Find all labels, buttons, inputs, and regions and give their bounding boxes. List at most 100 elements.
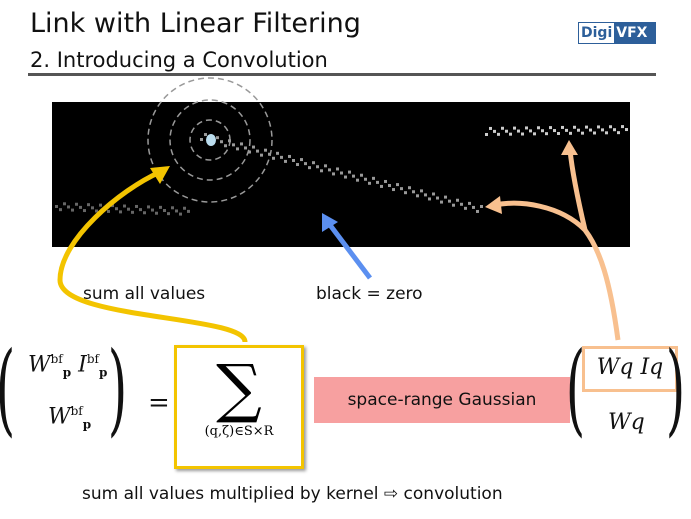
signal-pixel [167,212,170,216]
logo-part1: Digi [579,23,615,43]
signal-pixel [569,131,572,135]
center-pixel [206,134,216,146]
signal-pixel [320,169,323,173]
signal-pixel [308,166,311,170]
equals-sign: = [148,388,170,418]
signal-pixel [316,165,319,169]
signal-pixel [292,158,295,162]
kernel-circle-outer [147,77,273,203]
signal-pixel [432,192,435,196]
signal-pixel [155,211,158,215]
signal-pixel [220,140,223,144]
signal-pixel [356,178,359,182]
kernel-circle-inner [189,119,231,161]
signal-pixel [380,184,383,188]
signal-pixel [95,209,98,213]
summation-box: ∑ (q,ζ)∈S×R [174,345,304,469]
signal-pixel [541,129,544,133]
signal-pixel [625,128,628,132]
signal-pixel [456,198,459,202]
signal-pixel [324,164,327,168]
signal-pixel [577,128,580,132]
signal-pixel [497,132,500,136]
title-divider [28,73,656,76]
signal-pixel [585,125,588,129]
signal-pixel [424,193,427,197]
signal-pixel [468,201,471,205]
signal-pixel [525,126,528,130]
signal-pixel [268,152,271,156]
signal-pixel [79,205,82,209]
signal-pixel [123,204,126,208]
signal-pixel [408,186,411,190]
signal-pixel [179,212,182,216]
signal-pixel [480,205,483,208]
signal-pixel [147,205,150,209]
signal-pixel [127,207,130,211]
signal-pixel [75,202,78,206]
signal-pixel [360,173,363,177]
signal-pixel [55,205,58,208]
signal-pixel [416,194,419,198]
signal-pixel [493,129,496,133]
kernel-circles [147,77,273,203]
right-paren: ) [107,330,128,447]
signal-pixel [384,179,387,183]
signal-pixel [332,172,335,176]
kernel-circle-mid [169,99,251,181]
signal-pixel [224,144,227,148]
signal-pixel [159,205,162,209]
signal-pixels [55,125,628,216]
signal-pixel [296,163,299,167]
signal-pixel [119,210,122,214]
signal-pixel [428,197,431,201]
space-range-gaussian-box: space-range Gaussian [314,377,570,423]
signal-pixel [561,125,564,129]
signal-pixel [107,209,110,213]
signal-pixel [352,174,355,178]
signal-pixel [400,187,403,191]
signal-pixel [59,208,62,212]
peach-arrows [494,149,621,341]
bottom-caption: sum all values multiplied by kernel ⇨ co… [82,484,503,504]
signal-pixel [336,167,339,171]
rhs-right-paren: ) [665,330,686,447]
signal-pixel [444,195,447,199]
signal-pixel [256,149,259,153]
signal-pixel [83,209,86,213]
peach-arrowhead-icon [485,196,502,214]
signal-pixel [111,204,114,208]
signal-pixel [509,132,512,136]
blue-arrowhead-icon [322,213,338,232]
slide-subtitle: 2. Introducing a Convolution [30,48,328,72]
signal-pixel [272,156,275,160]
signal-pixel [344,175,347,179]
signal-pixel [163,209,166,212]
logo-part2: VFX [614,23,655,43]
signal-pixel [549,126,552,130]
signal-pixel [175,209,178,213]
signal-pixel [537,126,540,130]
lhs-top: Wbfp Ibfp [28,352,108,380]
signal-pixel [171,206,174,210]
signal-pixel [368,181,371,185]
signal-pixel [276,151,279,155]
signal-pixel [264,148,267,152]
rhs-top-box: Wq Iq [582,346,678,392]
signal-pixel [204,133,207,137]
signal-pixel [460,202,463,206]
signal-pixel [63,202,66,206]
signal-pixel [288,154,291,158]
rhs-bottom: Wq [608,410,645,435]
signal-pixel [597,125,600,129]
signal-pixel [545,132,548,136]
signal-pixel [448,199,451,203]
signal-pixel [99,203,102,207]
signal-pixel [513,126,516,130]
signal-pixel [151,208,154,212]
signal-pixel [71,208,74,212]
signal-pixel [200,138,203,141]
signal-pixel [115,207,118,211]
sigma-symbol: ∑ [216,352,262,426]
